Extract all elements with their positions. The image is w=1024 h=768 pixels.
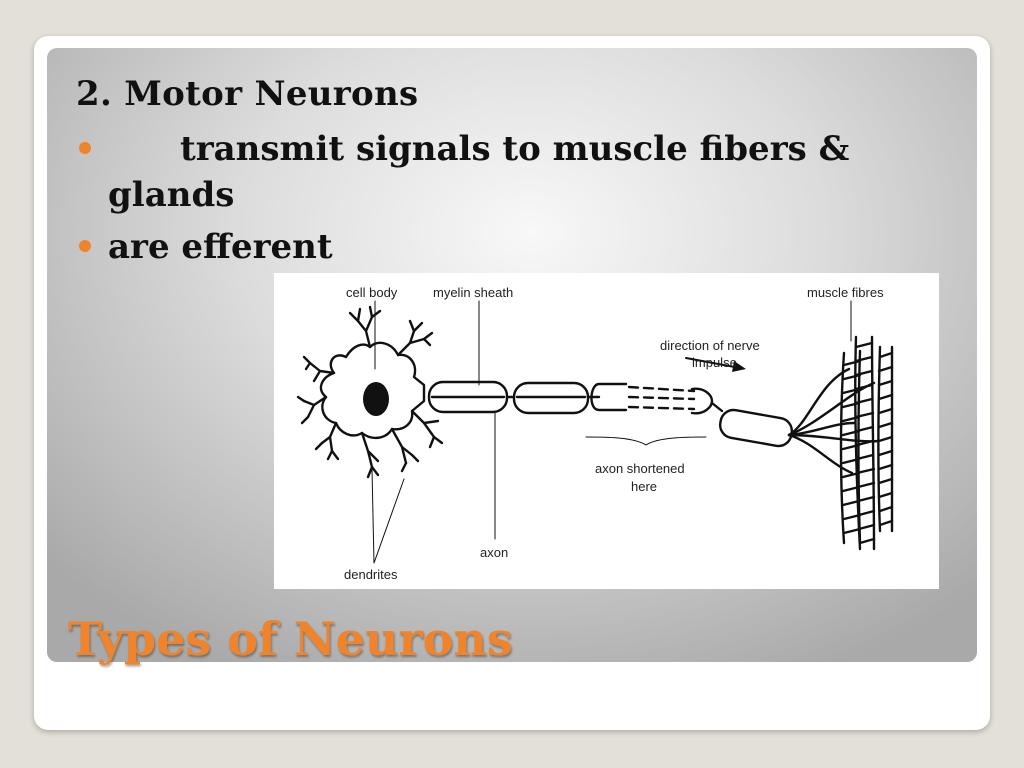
dendrite xyxy=(366,465,380,479)
myelin-segment xyxy=(590,382,628,412)
dendrite xyxy=(302,395,328,419)
dendrite xyxy=(360,431,380,469)
dendrite xyxy=(400,453,420,473)
dendrite xyxy=(320,421,338,453)
myelin-segment xyxy=(690,387,714,415)
bullet-dot-icon xyxy=(79,240,91,252)
cell-nucleus xyxy=(363,382,389,416)
slide-title: Types of Neurons xyxy=(68,612,513,666)
label-axon: axon xyxy=(480,545,508,560)
cell-body-outline xyxy=(319,341,426,440)
dendrite xyxy=(296,395,310,425)
nerve-ending xyxy=(787,433,854,475)
direction-arrow xyxy=(685,357,741,369)
bullet-text: are efferent xyxy=(108,227,333,267)
dendrite xyxy=(422,331,434,341)
dendrite xyxy=(408,319,424,333)
slide-heading: 2. Motor Neurons xyxy=(76,74,419,114)
dendrite xyxy=(348,307,362,323)
dendrite xyxy=(428,435,444,449)
bullet-list: transmit signals to muscle fibers & glan… xyxy=(76,126,936,270)
neuron-drawing: cell body myelin sheath muscle fibres di… xyxy=(296,285,894,582)
dendrite xyxy=(368,305,382,319)
dendrite xyxy=(410,409,440,439)
axon-brace xyxy=(585,436,707,446)
motor-neuron-diagram: cell body myelin sheath muscle fibres di… xyxy=(274,273,939,589)
dendrite xyxy=(308,361,336,383)
axon-core xyxy=(710,401,724,413)
direction-arrowhead xyxy=(732,361,746,372)
bullet-item: are efferent xyxy=(76,224,936,270)
label-dendrites: dendrites xyxy=(344,567,398,582)
bullet-text: transmit signals to muscle fibers & glan… xyxy=(108,129,850,215)
label-axon-shortened-line1: axon shortened xyxy=(595,461,685,476)
leader-line xyxy=(371,468,405,564)
dendrite xyxy=(314,441,340,461)
label-direction-line2: impulse xyxy=(692,355,737,370)
dendrite xyxy=(390,427,414,465)
label-myelin-sheath: myelin sheath xyxy=(433,285,513,300)
nerve-ending xyxy=(787,367,851,437)
muscle-striations xyxy=(877,351,894,527)
muscle-striations xyxy=(841,359,862,535)
myelin-segment xyxy=(718,408,794,448)
dendrite xyxy=(302,355,312,371)
muscle-striations xyxy=(854,341,876,545)
label-muscle-fibres: muscle fibres xyxy=(807,285,884,300)
label-direction-line1: direction of nerve xyxy=(660,338,760,353)
dendrite xyxy=(396,329,432,357)
label-cell-body: cell body xyxy=(346,285,398,300)
dashed-axon xyxy=(627,385,696,411)
label-axon-shortened-line2: here xyxy=(631,479,657,494)
dendrite xyxy=(356,315,374,349)
bullet-dot-icon xyxy=(79,142,91,154)
bullet-item: transmit signals to muscle fibers & glan… xyxy=(76,126,936,218)
